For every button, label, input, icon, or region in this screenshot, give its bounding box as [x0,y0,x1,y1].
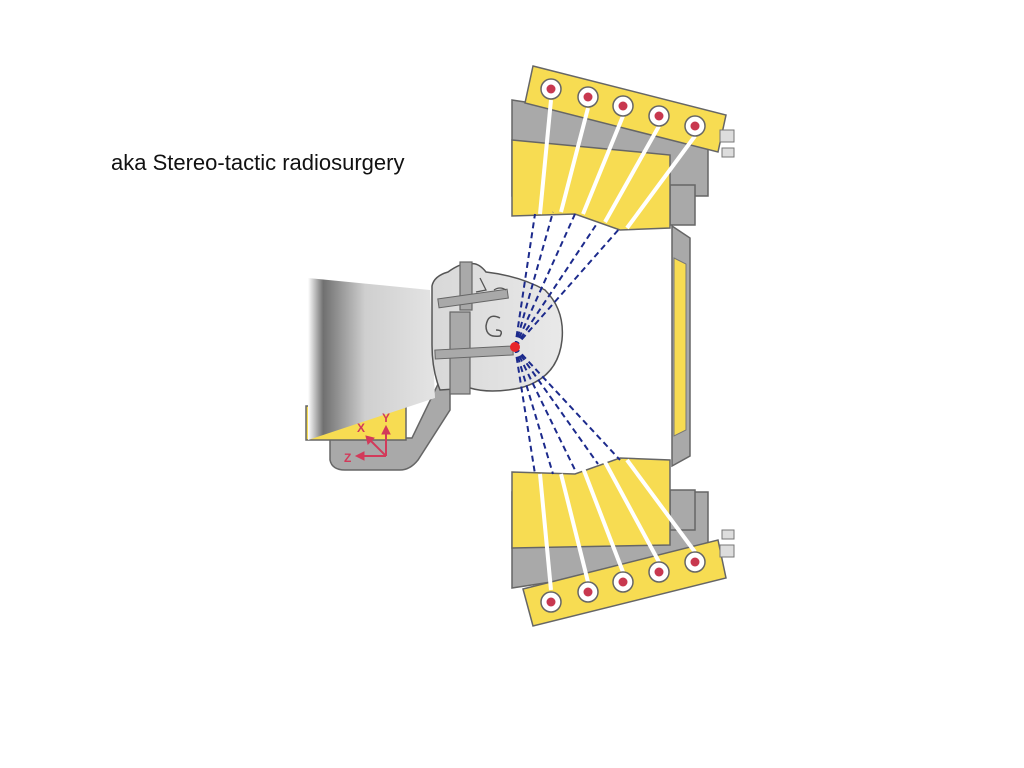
top-pin-2 [721,147,735,158]
helmet-wall [671,224,691,468]
axis-label-y: Y [382,411,390,425]
top-connector [669,184,696,226]
top-pin [719,129,735,143]
bottom-channels [538,458,697,591]
top-collimator-body [511,139,671,231]
bottom-collimator-assembly [511,457,735,627]
slide-caption: aka Stereo-tactic radiosurgery [111,150,405,175]
coordinate-axes [354,424,391,461]
radiation-beams [514,211,621,475]
axis-label-x: X [357,421,365,435]
bottom-collimator-body [511,457,671,549]
patient-neck [308,278,435,440]
face-eye [493,287,507,291]
bottom-pin-2 [721,529,735,540]
bottom-sources [540,551,706,613]
ear [485,315,503,338]
frame-bar-upper [437,288,509,309]
top-sources [540,78,706,137]
face-nose [475,277,487,293]
top-channels [538,99,697,230]
bottom-pin [719,544,735,558]
focal-point [510,342,520,352]
top-collimator-assembly [511,65,735,231]
couch-bracket [329,379,451,471]
axis-label-z: Z [344,451,351,465]
helmet-inner-yellow [673,257,687,437]
